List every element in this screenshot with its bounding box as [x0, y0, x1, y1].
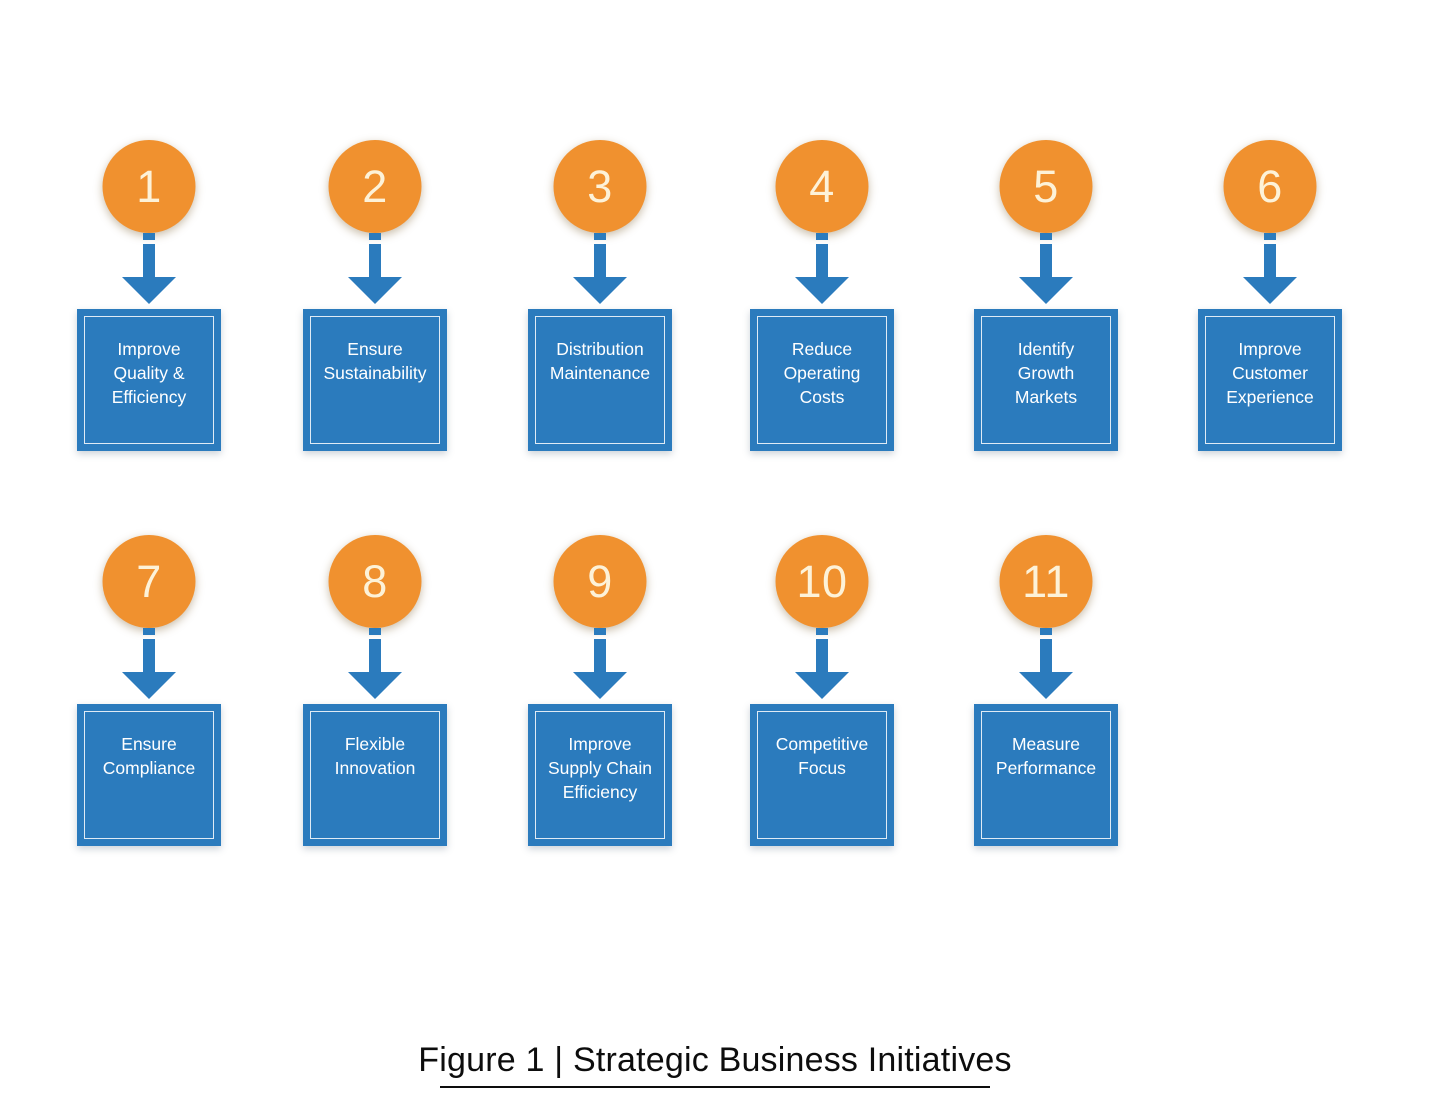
step-number-badge-8[interactable]: 8	[328, 535, 422, 628]
step-number-10: 10	[796, 556, 848, 607]
step-number-badge-10[interactable]: 10	[775, 535, 869, 628]
down-arrow-icon-8	[344, 628, 406, 704]
figure-caption-block: Figure 1 | Strategic Business Initiative…	[0, 1040, 1430, 1088]
step-number-8: 8	[362, 556, 388, 607]
down-arrow-icon-10	[791, 628, 853, 704]
step-number-11: 11	[1022, 556, 1070, 607]
step-number-badge-2[interactable]: 2	[328, 140, 422, 233]
down-arrow-icon-11	[1015, 628, 1077, 704]
down-arrow-icon-3	[569, 233, 631, 309]
step-number-3: 3	[587, 161, 613, 212]
step-number-2: 2	[362, 161, 388, 212]
step-number-4: 4	[809, 161, 835, 212]
down-arrow-icon-7	[118, 628, 180, 704]
step-number-badge-1[interactable]: 1	[102, 140, 196, 233]
step-number-badge-7[interactable]: 7	[102, 535, 196, 628]
down-arrow-icon-2	[344, 233, 406, 309]
step-number-badge-11[interactable]: 11	[999, 535, 1093, 628]
step-number-badge-5[interactable]: 5	[999, 140, 1093, 233]
step-number-5: 5	[1033, 161, 1059, 212]
figure-caption: Figure 1 | Strategic Business Initiative…	[418, 1041, 1012, 1079]
down-arrow-icon-1	[118, 233, 180, 309]
down-arrow-icon-5	[1015, 233, 1077, 309]
down-arrow-icon-9	[569, 628, 631, 704]
step-number-badge-9[interactable]: 9	[553, 535, 647, 628]
step-number-badge-3[interactable]: 3	[553, 140, 647, 233]
step-number-badge-6[interactable]: 6	[1223, 140, 1317, 233]
step-number-7: 7	[136, 556, 162, 607]
step-number-badge-4[interactable]: 4	[775, 140, 869, 233]
down-arrow-icon-6	[1239, 233, 1301, 309]
step-number-9: 9	[587, 556, 613, 607]
step-number-1: 1	[136, 161, 162, 212]
step-number-6: 6	[1257, 161, 1283, 212]
figure-caption-rule	[440, 1086, 990, 1088]
down-arrow-icon-4	[791, 233, 853, 309]
